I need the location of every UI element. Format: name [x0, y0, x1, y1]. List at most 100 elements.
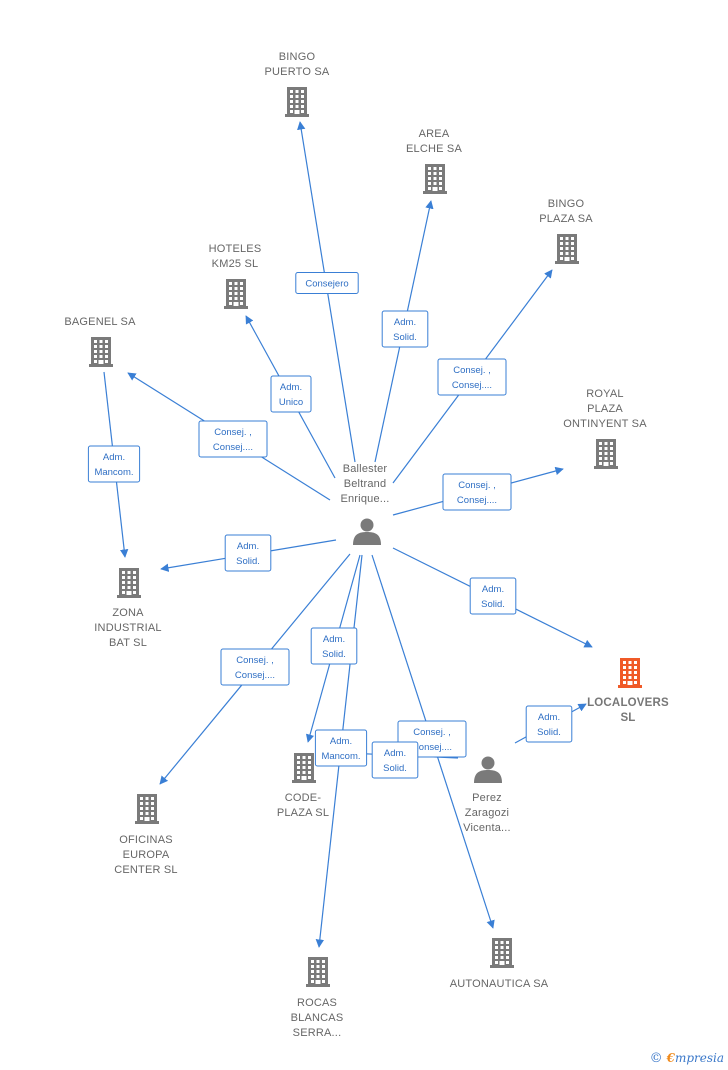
edge-label-box [87, 445, 141, 483]
edge-label-text: Consej.... [235, 670, 275, 681]
edge-label-text: Consej. , [236, 655, 274, 666]
edge-label-box [469, 577, 517, 615]
node-label: ROCAS [297, 997, 337, 1009]
edge-label-ballester-to-zona_industrial[interactable]: Adm. Solid. [224, 534, 272, 572]
node-label: Ballester [343, 463, 388, 475]
edge-label-text: Solid. [393, 332, 417, 343]
edge-label-ballester-to-code_plaza[interactable]: Adm. Solid. [310, 627, 358, 665]
node-autonautica[interactable]: AUTONAUTICA SA [450, 938, 549, 990]
edge-label-text: Solid. [481, 599, 505, 610]
edge-label-box [224, 534, 272, 572]
edge-label-ballester-to-hoteles_km25[interactable]: Adm. Unico [270, 375, 312, 413]
edge-label-box [220, 648, 290, 686]
node-label: SERRA... [293, 1027, 342, 1039]
node-localovers[interactable]: LOCALOVERS SL [587, 658, 669, 724]
node-label: LOCALOVERS [587, 697, 669, 709]
building-icon [618, 658, 642, 688]
edge-label-perez-to-code_plaza[interactable]: Adm.Solid. [371, 741, 419, 779]
node-label: ONTINYENT SA [563, 418, 647, 430]
edge-label-box [314, 729, 368, 767]
node-label: BINGO [548, 198, 585, 210]
edge-label-box [442, 473, 512, 511]
edge-label-text: Consej.... [457, 495, 497, 506]
node-label: PLAZA SA [539, 213, 593, 225]
edges-layer [103, 121, 593, 948]
person-icon [474, 756, 502, 783]
edge-label-box [381, 310, 429, 348]
node-ballester[interactable]: BallesterBeltrandEnrique... [340, 463, 389, 545]
node-rocas_blancas[interactable]: ROCAS BLANCAS SERRA... [291, 957, 344, 1039]
node-label: PLAZA SL [277, 807, 329, 819]
edge-label-ballester-to-bingo_puerto[interactable]: Consejero [295, 272, 359, 294]
node-label: HOTELES [209, 243, 262, 255]
node-label: ELCHE SA [406, 143, 462, 155]
edge-label-ballester-to-area_elche[interactable]: Adm.Solid. [381, 310, 429, 348]
building-icon [423, 164, 447, 194]
edge-label-text: Solid. [236, 556, 260, 567]
node-label: BLANCAS [291, 1012, 344, 1024]
edge-label-ballester-to-rocas_blancas[interactable]: Adm. Mancom. [314, 729, 368, 767]
node-label: Perez [472, 792, 502, 804]
edge-label-ballester-to-bagenel[interactable]: Consej. ,Consej.... [198, 420, 268, 458]
node-perez[interactable]: PerezZaragoziVicenta... [463, 756, 511, 835]
edge-label-text: Adm. [103, 452, 125, 463]
edge-label-text: Adm. [280, 382, 302, 393]
edge-label-text: Adm. [538, 712, 560, 723]
edge-label-text: Consej. , [413, 727, 451, 738]
node-label: KM25 SL [212, 258, 259, 270]
edge-label-perez-to-localovers[interactable]: Adm. Solid. [525, 705, 573, 743]
edge-label-box [198, 420, 268, 458]
edge-label-text: Consejero [305, 279, 348, 290]
building-icon [224, 279, 248, 309]
node-bagenel[interactable]: BAGENEL SA [64, 316, 136, 367]
edge-label-text: Mancom. [321, 751, 360, 762]
node-label: CENTER SL [114, 864, 178, 876]
node-label: OFICINAS [119, 834, 173, 846]
brand-name: mpresia [674, 1051, 724, 1065]
edge-label-bagenel-to-zona_industrial[interactable]: Adm. Mancom. [87, 445, 141, 483]
node-code_plaza[interactable]: CODE-PLAZA SL [277, 753, 329, 819]
edge-label-text: Consej. , [458, 480, 496, 491]
edge-label-box [437, 358, 507, 396]
building-icon [306, 957, 330, 987]
edge-label-text: Adm. [237, 541, 259, 552]
edge-label-text: Consej. , [214, 427, 252, 438]
edge-label-text: Adm. [384, 748, 406, 759]
node-hoteles_km25[interactable]: HOTELES KM25 SL [209, 243, 262, 309]
edge-label-text: Consej. , [453, 365, 491, 376]
edge-label-box [371, 741, 419, 779]
node-label: ROYAL [586, 388, 623, 400]
edge-label-ballester-to-oficinas_europa[interactable]: Consej. , Consej.... [220, 648, 290, 686]
edge-label-box [525, 705, 573, 743]
edge-label-text: Adm. [482, 584, 504, 595]
node-bingo_plaza[interactable]: BINGO PLAZA SA [539, 198, 593, 264]
node-label: BAT SL [109, 637, 147, 649]
brand-footer[interactable]: ©€mpresia [650, 1051, 724, 1066]
node-label: Vicenta... [463, 822, 511, 834]
edge-label-ballester-to-bingo_plaza[interactable]: Consej. ,Consej.... [437, 358, 507, 396]
node-label: Zaragozi [465, 807, 509, 819]
node-label: BAGENEL SA [64, 316, 136, 328]
building-icon [135, 794, 159, 824]
edge-label-text: Adm. [330, 736, 352, 747]
node-label: Enrique... [340, 493, 389, 505]
edge-label-text: Mancom. [94, 467, 133, 478]
edge-label-box [310, 627, 358, 665]
node-label: SL [620, 712, 635, 724]
node-label: INDUSTRIAL [94, 622, 161, 634]
edge-label-ballester-to-royal_plaza[interactable]: Consej. , Consej.... [442, 473, 512, 511]
edge-label-text: Solid. [322, 649, 346, 660]
person-icon [353, 518, 381, 545]
edge-label-ballester-to-localovers[interactable]: Adm. Solid. [469, 577, 517, 615]
edge-label-box [295, 272, 359, 294]
edge-label-text: Solid. [537, 727, 561, 738]
edge-label-text: Unico [279, 397, 303, 408]
building-icon [117, 568, 141, 598]
edge-label-text: Adm. [323, 634, 345, 645]
